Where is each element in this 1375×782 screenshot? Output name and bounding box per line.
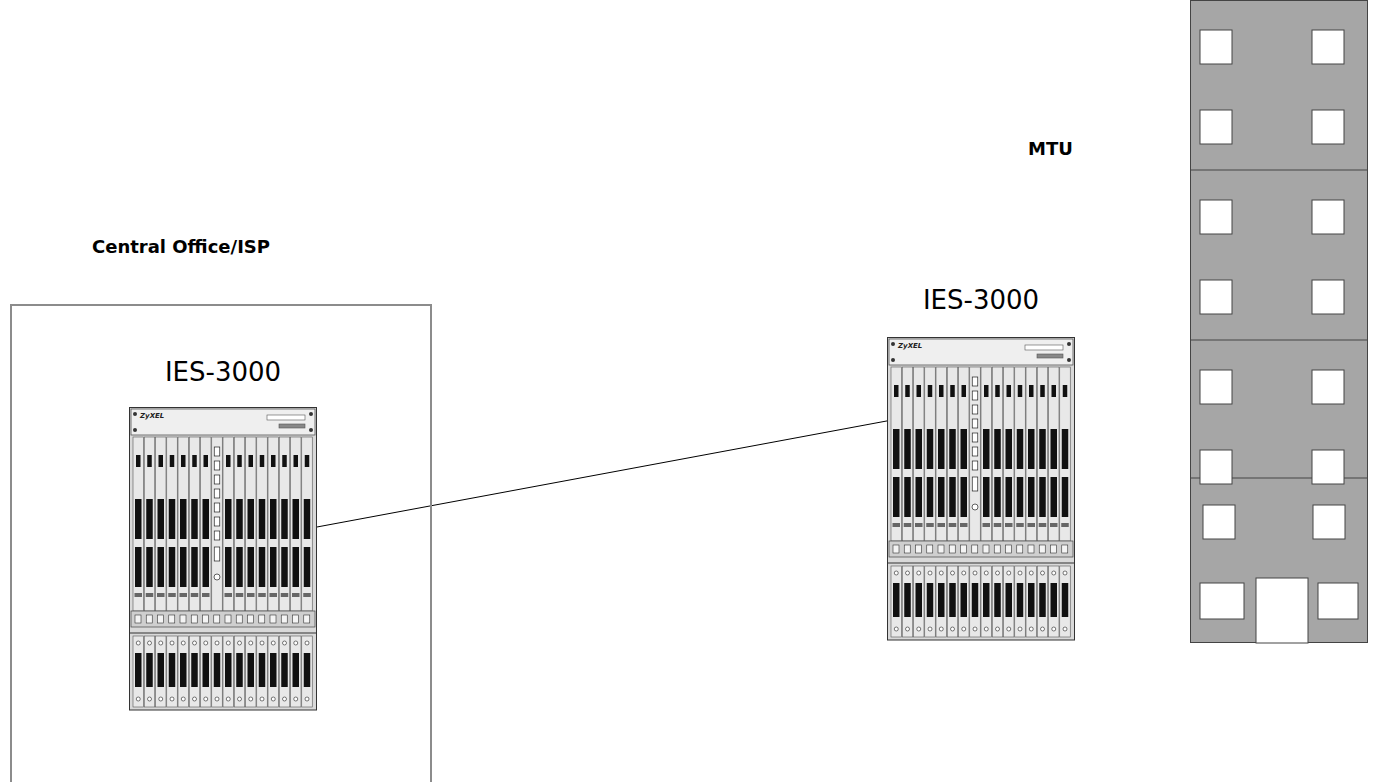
heading-label: Central Office/ISP <box>92 236 270 257</box>
device-label: IES-3000 <box>165 357 281 387</box>
building-illustration <box>1190 0 1368 643</box>
device-label: IES-3000 <box>923 285 1039 315</box>
mtu-building: MTU <box>1190 0 1368 643</box>
link-line <box>317 421 887 527</box>
heading-label: MTU <box>1028 138 1073 159</box>
brand-logo: ZyXEL <box>898 342 922 350</box>
brand-logo: ZyXEL <box>140 412 164 420</box>
chassis-illustration <box>129 407 317 710</box>
ies-chassis: IES-3000ZyXEL <box>129 407 317 710</box>
ies-chassis: IES-3000ZyXEL <box>887 337 1075 640</box>
chassis-illustration <box>887 337 1075 640</box>
office-box: Central Office/ISPIES-3000ZyXEL <box>10 304 432 782</box>
